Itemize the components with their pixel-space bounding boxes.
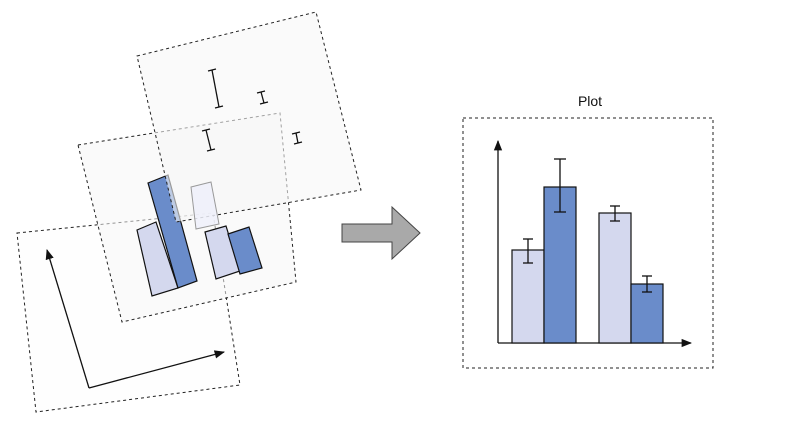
plot-errorbar-group1-light [523,238,533,264]
errorbars-layer [136,11,362,230]
plot-errorbar-group2-dark [642,275,652,293]
axes-layer-x-axis [88,350,226,389]
plot-title: Plot [577,93,603,109]
final-plot [462,117,714,369]
layer-bar-4 [227,226,263,275]
plot-bar-group2-light [598,212,632,344]
plot-bar-group1-light [511,249,545,344]
layer-errorbar-1 [207,68,224,109]
axes-layer-y-axis [45,249,90,389]
layer-errorbar-4 [291,131,303,145]
transform-arrow [341,205,421,261]
plot-errorbar-group2-light [610,205,620,222]
plot-bar-group2-dark [630,283,664,344]
layer-bar-ghost [190,181,220,230]
layer-bar-2 [147,174,198,289]
plot-frame [462,117,714,369]
layer-errorbar-3 [201,128,216,152]
plot-bar-group1-dark [543,186,577,344]
exploded-layers [16,11,362,413]
errorbars-layer-frame [136,11,362,223]
layer-errorbar-2 [256,90,269,105]
plot-errorbar-group1-dark [554,158,566,213]
